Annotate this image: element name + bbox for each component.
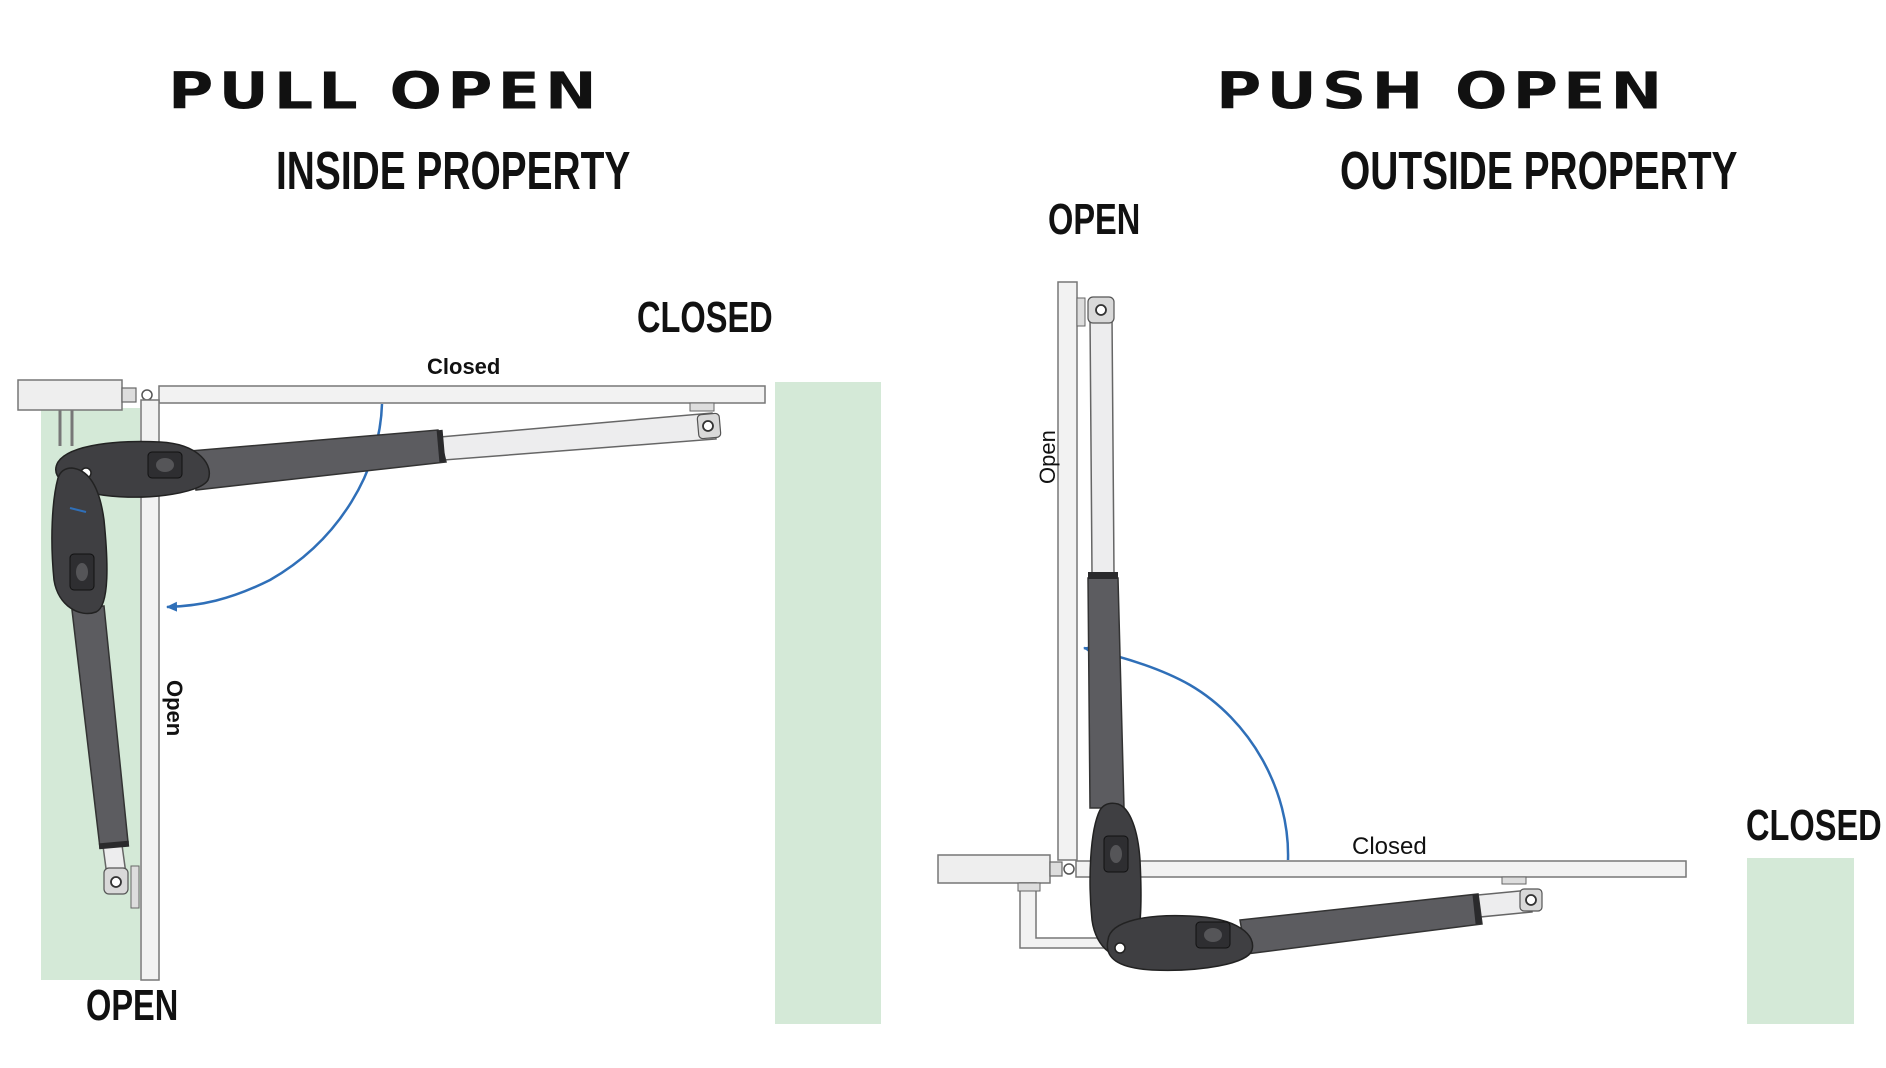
pull-open-label: Open — [162, 680, 187, 736]
pull-actuator-open — [51, 467, 130, 895]
push-closing-side-ground — [1747, 858, 1854, 1024]
hinge-bracket-icon — [58, 410, 74, 446]
push-hinge-block — [1049, 861, 1063, 877]
hinge-bracket-icon — [1501, 876, 1527, 885]
pull-hinge-block — [121, 387, 137, 403]
push-open-label: Open — [1035, 430, 1060, 484]
hinge-bracket-icon — [130, 865, 140, 909]
push-gate-open — [1057, 281, 1078, 861]
push-gate-closed — [1075, 860, 1687, 878]
push-actuator-closed — [1106, 888, 1543, 972]
pull-actuator-closed — [55, 412, 722, 498]
push-wall-post — [937, 854, 1051, 884]
pull-open-diagram: Closed Open — [17, 354, 881, 1024]
hinge-bracket-icon — [1076, 297, 1086, 327]
pull-closing-side-ground — [775, 382, 881, 1024]
swing-arc-arrow-icon — [1083, 645, 1290, 861]
pull-wall-post — [17, 379, 123, 411]
pull-gate-open — [140, 399, 160, 981]
push-closed-heading: CLOSED — [1746, 801, 1882, 850]
hinge-bracket-icon — [689, 402, 715, 412]
push-closed-label: Closed — [1352, 833, 1427, 860]
push-open-heading: OPEN — [1048, 195, 1141, 244]
swing-arc-arrow-icon — [166, 403, 384, 612]
pull-open-title: PULL OPEN — [168, 61, 602, 121]
pull-closed-label: Closed — [427, 354, 500, 379]
pull-gate-closed — [158, 385, 766, 404]
pull-open-heading: OPEN — [86, 981, 179, 1030]
pull-open-subtitle: INSIDE PROPERTY — [276, 141, 631, 201]
pull-closed-heading: CLOSED — [637, 293, 773, 342]
push-actuator-open — [1087, 296, 1142, 958]
push-open-subtitle: OUTSIDE PROPERTY — [1340, 141, 1738, 201]
push-open-diagram: Closed Open — [937, 281, 1854, 1024]
push-open-title: PUSH OPEN — [1216, 61, 1668, 121]
